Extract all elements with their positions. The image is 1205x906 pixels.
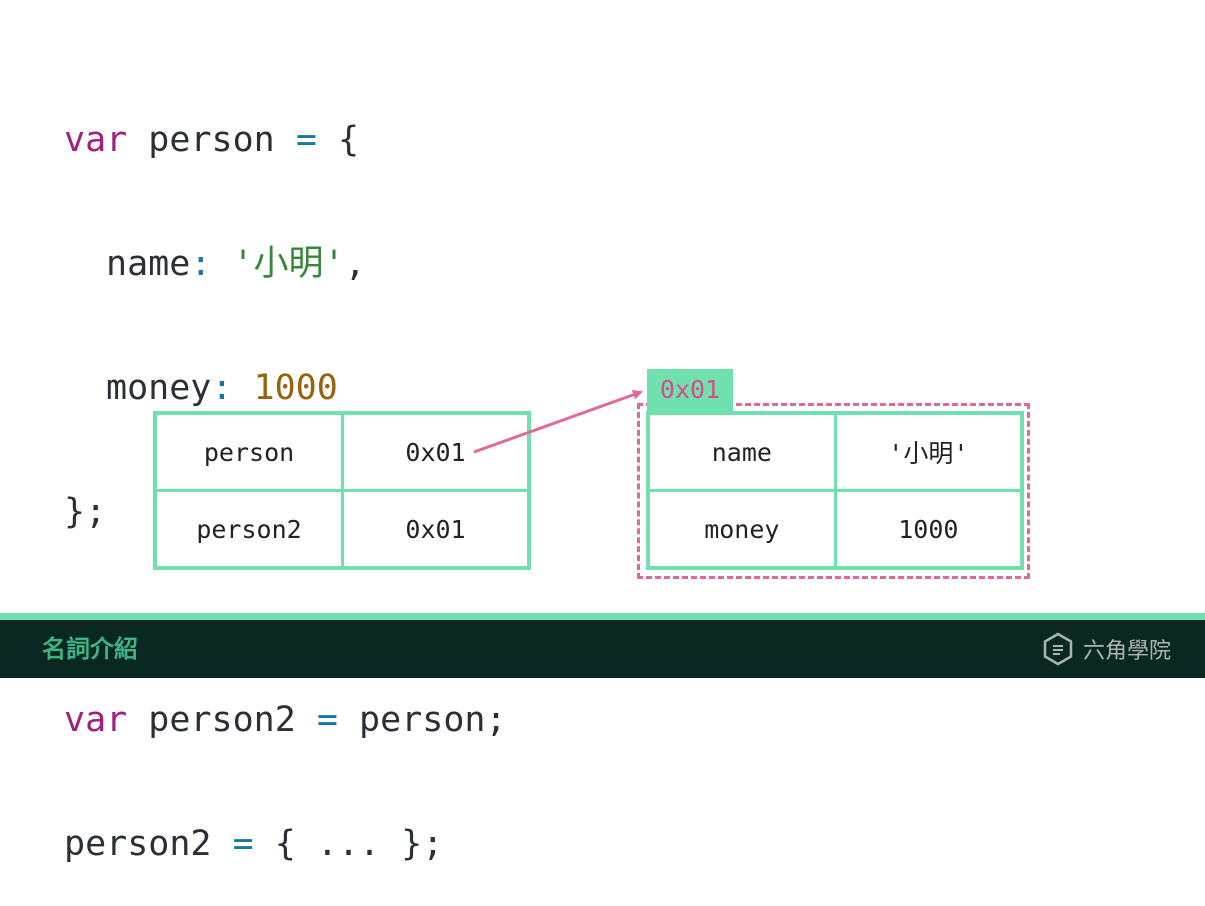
brand-logo: 六角學院 — [1041, 620, 1171, 678]
brand-name: 六角學院 — [1082, 639, 1171, 664]
code-line-2: name: '小明', — [64, 242, 507, 286]
heap-address-label: 0x01 — [647, 369, 733, 411]
property-key-cell: name — [646, 411, 837, 492]
operator: = — [316, 700, 338, 740]
table-row: person2 0x01 — [153, 489, 531, 570]
table-row: person 0x01 — [153, 411, 531, 492]
brace: { — [337, 120, 360, 160]
heap-object-box — [637, 403, 1030, 579]
address-cell: 0x01 — [341, 411, 531, 492]
variable-name-cell: person2 — [153, 489, 345, 570]
table-row: money 1000 — [646, 489, 1024, 570]
table-row: name '小明' — [646, 411, 1024, 492]
rhs: person; — [359, 700, 507, 740]
string-value: '小明' — [232, 244, 345, 284]
code-line-5: var person2 = person; — [64, 698, 507, 742]
address-cell: 0x01 — [341, 489, 531, 570]
colon: : — [190, 244, 212, 284]
rhs: { ... }; — [274, 824, 444, 864]
hexagon-logo-icon — [1043, 632, 1073, 666]
identifier: person2 — [148, 700, 296, 740]
keyword-var: var — [64, 700, 128, 740]
footer-bar: 名詞介紹 六角學院 — [0, 620, 1205, 678]
property-value-cell: '小明' — [833, 411, 1024, 492]
code-line-1: var person = { — [64, 118, 507, 162]
property-key-cell: money — [646, 489, 837, 570]
section-title: 名詞介紹 — [42, 635, 138, 663]
identifier: person — [148, 120, 275, 160]
variable-table: person 0x01 person2 0x01 — [153, 411, 531, 570]
keyword-var: var — [64, 120, 128, 160]
number-value: 1000 — [253, 368, 338, 408]
code-line-6: person2 = { ... }; — [64, 822, 507, 866]
object-table: name '小明' money 1000 — [646, 411, 1024, 570]
property-key: money — [106, 368, 212, 408]
operator: = — [232, 824, 254, 864]
property-value-cell: 1000 — [833, 489, 1024, 570]
colon: : — [211, 368, 233, 408]
footer-accent-stripe — [0, 613, 1205, 620]
comma: , — [344, 244, 366, 284]
identifier: person2 — [64, 824, 212, 864]
variable-name-cell: person — [153, 411, 345, 492]
code-line-4: }; — [64, 492, 107, 532]
property-key: name — [106, 244, 191, 284]
code-line-3: money: 1000 — [64, 366, 507, 410]
operator: = — [295, 120, 317, 160]
